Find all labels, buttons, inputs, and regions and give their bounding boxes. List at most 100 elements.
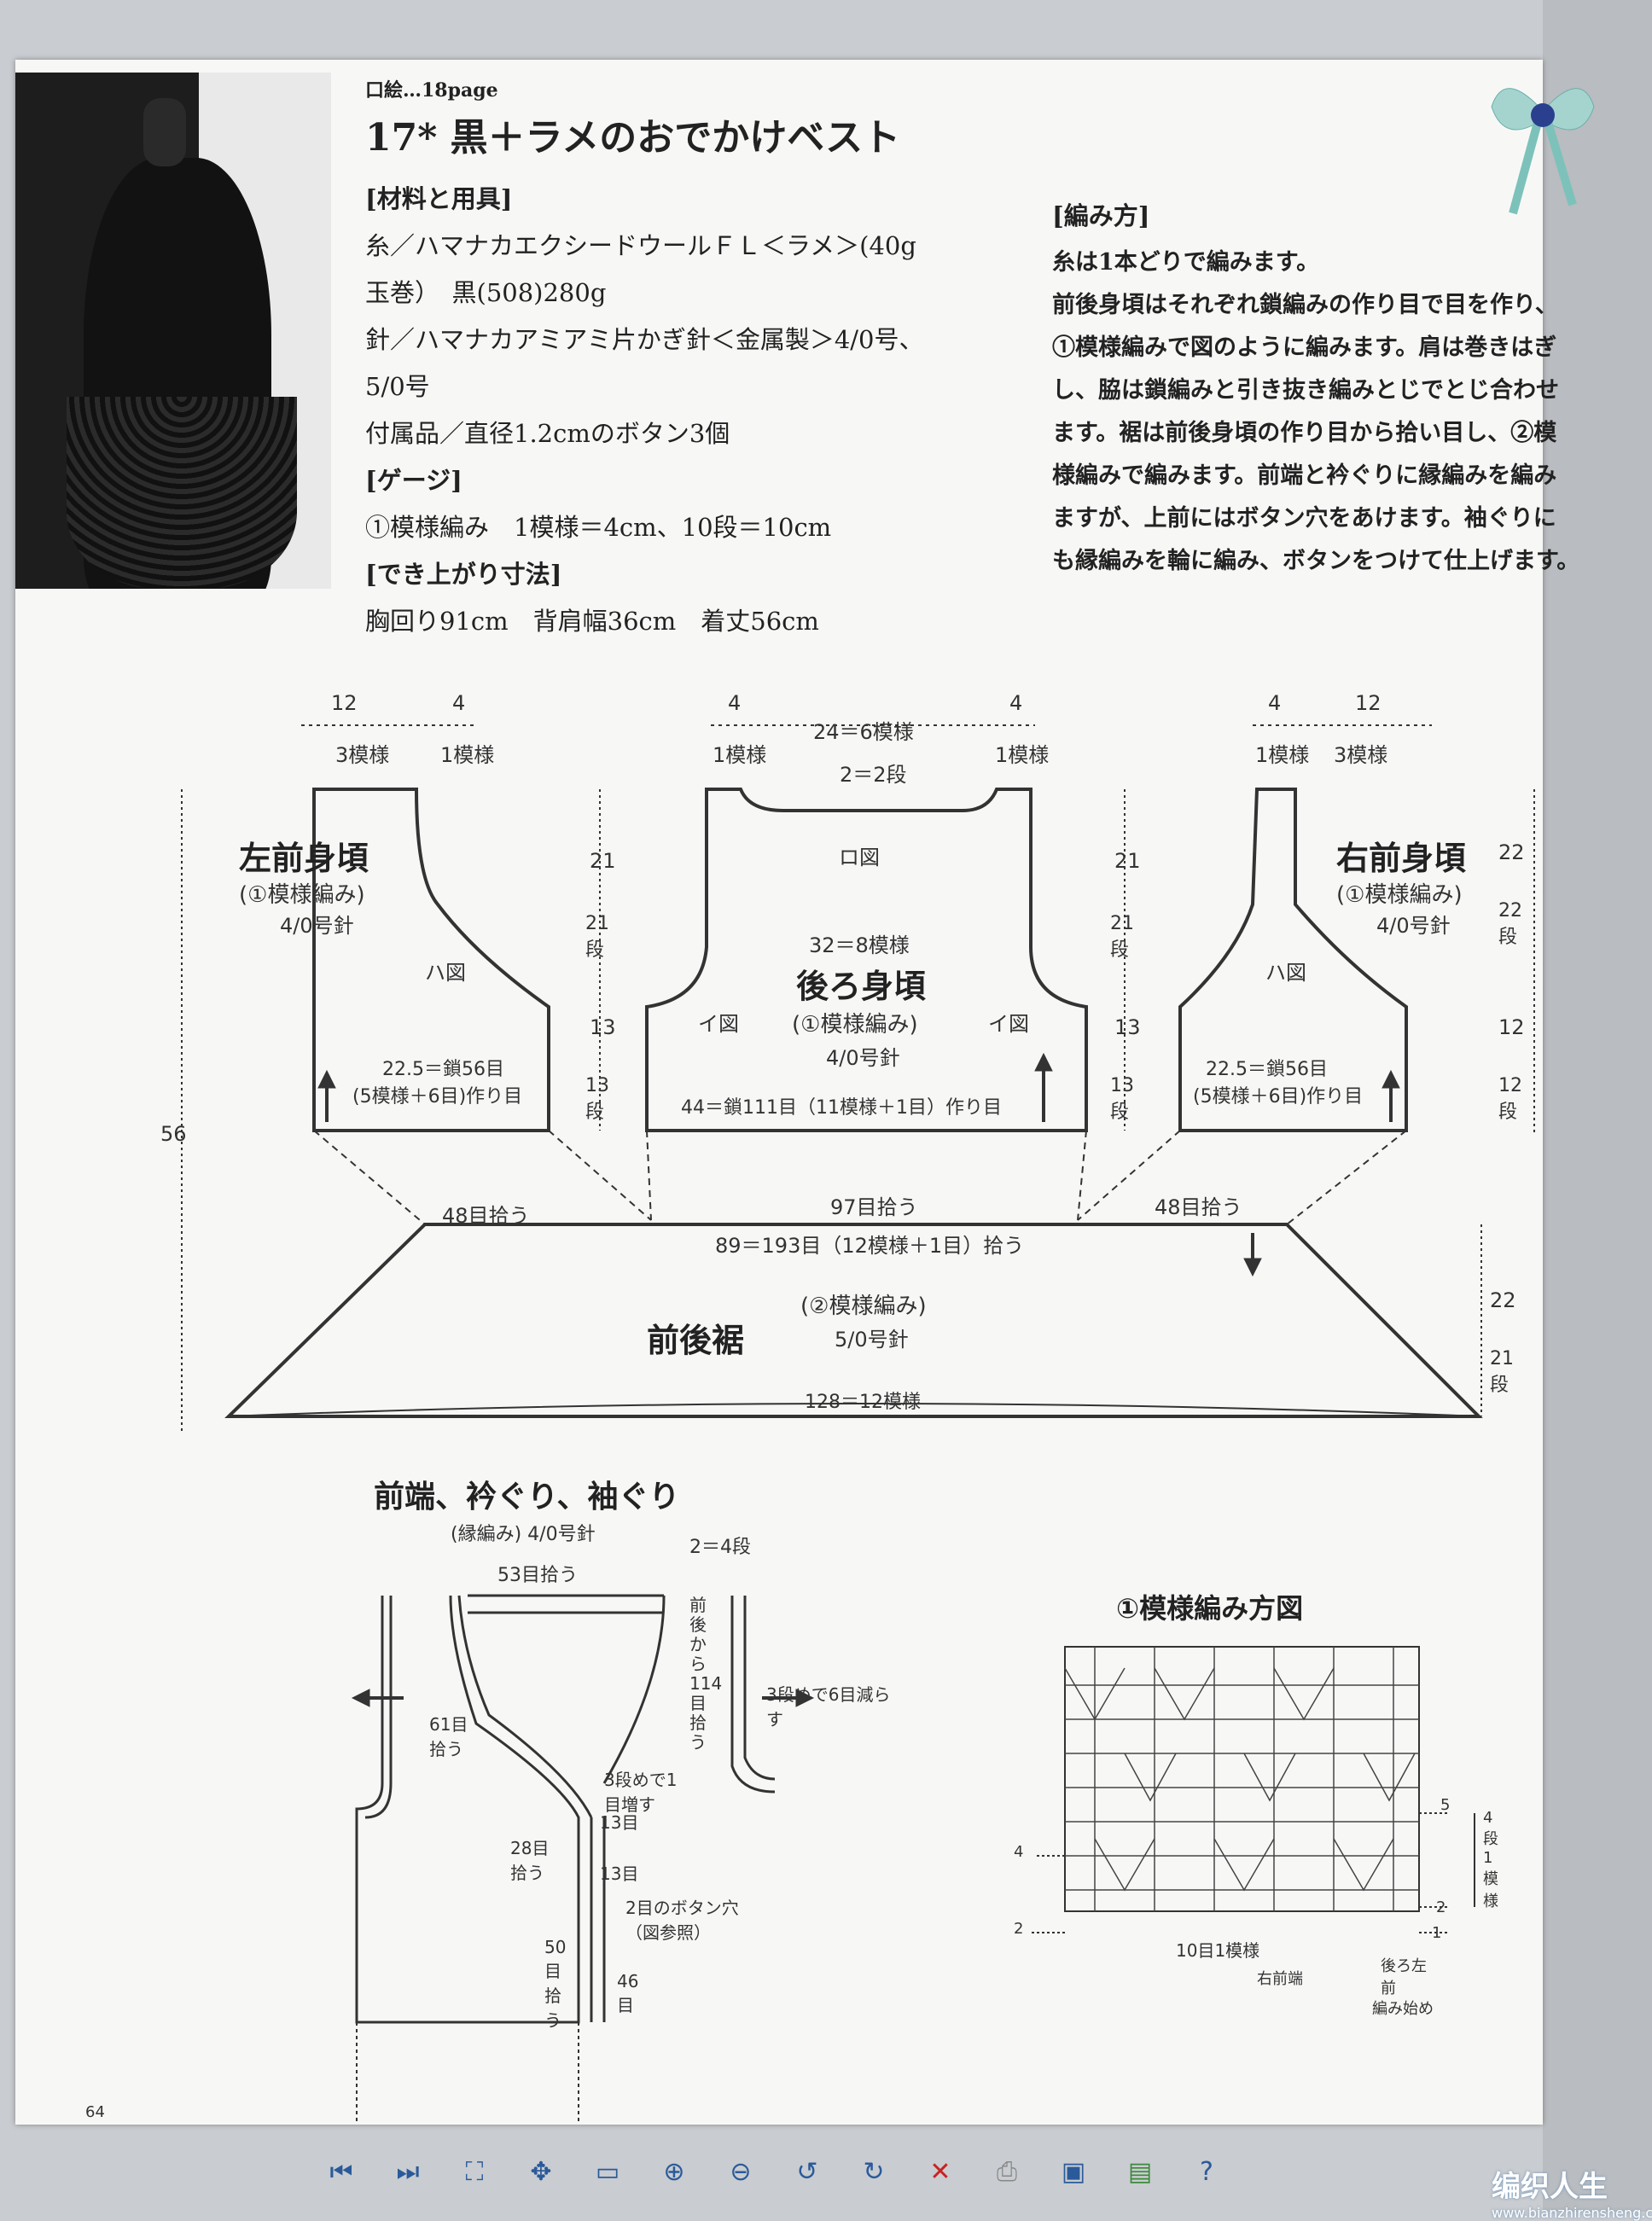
- zoom-in-icon: ⊕: [663, 2156, 685, 2187]
- watermark-url: www.bianzhirensheng.com: [1492, 2205, 1652, 2221]
- fit-page-button[interactable]: ⛶: [457, 2154, 492, 2189]
- back-title: 後ろ身頃: [796, 968, 927, 1005]
- chart-start: 編み始め: [1372, 2000, 1434, 2018]
- materials-line: 5/0号: [365, 372, 430, 401]
- first-page-button[interactable]: ⏮: [324, 2154, 358, 2189]
- method-line: 糸は1本どりで編みます。: [1052, 249, 1320, 276]
- edging-arm-dec: 3段めで6目減らす: [766, 1684, 891, 1730]
- size-heading: [でき上がり寸法]: [365, 560, 562, 589]
- save-button[interactable]: ▣: [1056, 2154, 1091, 2189]
- materials-line: 針／ハマナカアミアミ片かぎ針＜金属製＞4/0号、: [365, 325, 924, 354]
- help-button[interactable]: ?: [1190, 2154, 1224, 2189]
- edging-pick-28: 28目拾う: [510, 1838, 550, 1883]
- gauge-text: ①模様編み 1模様＝4cm、10段＝10cm: [365, 513, 832, 542]
- zoom-out-button[interactable]: ⊖: [724, 2154, 758, 2189]
- height-lower: 13: [1114, 1015, 1141, 1039]
- help-icon: ?: [1200, 2156, 1213, 2187]
- height-upper: 21: [590, 849, 616, 873]
- viewer-toolbar: ⏮ ⏭ ⛶ ✥ ▭ ⊕ ⊖ ↺ ↻ ✕ ⎙ ▣ ▤ ?: [324, 2146, 1224, 2197]
- fit-page-icon: ⛶: [465, 2156, 484, 2187]
- monitor-icon: ▭: [595, 2156, 620, 2187]
- skirt-title: 前後裾: [647, 1322, 745, 1359]
- window-scrollbar-area: [1543, 0, 1652, 2212]
- left-front-pattern: (①模様編み): [239, 882, 365, 908]
- right-front-top-b: 12: [1355, 691, 1382, 715]
- rotate-left-icon: ↺: [796, 2156, 818, 2187]
- edging-button-hole: 2目のボタン穴（図参照）: [625, 1898, 739, 1943]
- chart-row-4: 4: [1014, 1843, 1024, 1861]
- materials-line: 付属品／直径1.2cmのボタン3個: [365, 419, 730, 448]
- left-front-cast2: (5模様＋6目)作り目: [352, 1086, 523, 1108]
- gauge-heading: [ゲージ]: [365, 466, 462, 495]
- print-icon: ⎙: [997, 2156, 1017, 2187]
- skirt-pick-left: 48目拾う: [442, 1204, 530, 1228]
- vest-photo: [15, 73, 331, 589]
- right-front-top-a2: 1模様: [1255, 743, 1310, 767]
- back-pattern: (①模様編み): [792, 1012, 918, 1038]
- delete-button[interactable]: ✕: [923, 2154, 957, 2189]
- materials-line: 糸／ハマナカエクシードウールＦＬ＜ラメ＞(40g: [365, 231, 916, 260]
- page-reference: 口絵…18page: [365, 79, 498, 102]
- back-cast: 44＝鎖111目（11模様＋1目）作り目: [681, 1097, 1002, 1119]
- right-front-cast: 22.5＝鎖56目: [1206, 1059, 1328, 1080]
- method-line: も縁編みを輪に編み、ボタンをつけて仕上げます。: [1052, 548, 1580, 574]
- back-top-width: 24＝6模様: [813, 720, 914, 744]
- back-fig-left: イ図: [698, 1012, 739, 1036]
- left-front-piece-outline: [312, 788, 550, 1132]
- edging-neck-pick: 53目拾う: [497, 1565, 578, 1586]
- materials-line: 玉巻） 黒(508)280g: [365, 278, 607, 307]
- right-front-title: 右前身頃: [1336, 840, 1467, 877]
- delete-icon: ✕: [929, 2156, 951, 2187]
- right-front-cast2: (5模様＋6目)作り目: [1193, 1086, 1364, 1108]
- image-button[interactable]: ▤: [1123, 2154, 1157, 2189]
- method-heading: [編み方]: [1052, 201, 1150, 230]
- print-button[interactable]: ⎙: [990, 2154, 1024, 2189]
- back-neck-depth: 2＝2段: [840, 763, 907, 787]
- back-top-side: 4: [728, 691, 742, 715]
- edging-rows: 2＝4段: [689, 1537, 751, 1558]
- edging-13-a: 13目: [600, 1812, 639, 1833]
- chart-title: ①模様編み方図: [1116, 1592, 1304, 1625]
- pattern-title: 17* 黒＋ラメのおでかけベスト: [365, 116, 901, 160]
- right-front-fig: ハ図: [1265, 961, 1306, 985]
- rotate-right-icon: ↻: [863, 2156, 885, 2187]
- chart-rows-per-repeat: 4段1模様: [1483, 1809, 1498, 1910]
- edging-front-pick: 前後から114目拾う: [689, 1595, 723, 1753]
- document-page: 口絵…18page 17* 黒＋ラメのおでかけベスト [材料と用具] 糸／ハマナ…: [15, 60, 1595, 2125]
- edging-increase: 3段めで1目増す: [604, 1770, 678, 1815]
- rotate-left-button[interactable]: ↺: [790, 2154, 824, 2189]
- edging-subtitle: (縁編み) 4/0号針: [451, 1524, 596, 1545]
- height-lower-rows: 13段: [1110, 1075, 1134, 1123]
- edging-pick-61: 61目拾う: [429, 1714, 468, 1759]
- back-fig-right: イ図: [988, 1012, 1029, 1036]
- method-line: ①模様編みで図のように編みます。肩は巻きはぎ: [1052, 334, 1557, 361]
- right-front-top-a: 4: [1268, 691, 1282, 715]
- chart-row-5: 5: [1440, 1796, 1451, 1814]
- watermark-text: 编织人生: [1492, 2170, 1608, 2204]
- height-right-upper: 22: [1498, 840, 1525, 864]
- height-total: 56: [160, 1122, 187, 1146]
- edging-46: 46目: [617, 1971, 639, 2015]
- zoom-out-icon: ⊖: [730, 2156, 752, 2187]
- rotate-right-button[interactable]: ↻: [857, 2154, 891, 2189]
- height-skirt: 22: [1490, 1288, 1516, 1312]
- left-front-top-b2: 1模様: [440, 743, 495, 767]
- left-front-fig: ハ図: [425, 961, 466, 985]
- height-skirt-rows: 21段: [1490, 1348, 1514, 1396]
- chart-stitches-per-repeat: 10目1模様: [1176, 1940, 1260, 1961]
- bow-decoration: [1491, 88, 1595, 215]
- last-page-button[interactable]: ⏭: [391, 2154, 425, 2189]
- edging-13-b: 13目: [600, 1863, 639, 1884]
- right-front-needle: 4/0号針: [1376, 914, 1451, 938]
- right-front-top-b2: 3模様: [1334, 743, 1388, 767]
- move-button[interactable]: ✥: [524, 2154, 558, 2189]
- slideshow-button[interactable]: ▭: [590, 2154, 625, 2189]
- left-front-cast: 22.5＝鎖56目: [382, 1059, 504, 1080]
- schematic-diagram: [181, 724, 1535, 2125]
- skirt-needle: 5/0号針: [835, 1328, 909, 1352]
- left-front-top-b: 4: [452, 691, 466, 715]
- zoom-in-button[interactable]: ⊕: [657, 2154, 691, 2189]
- left-front-needle: 4/0号針: [280, 914, 354, 938]
- left-front-top-a2: 3模様: [335, 743, 390, 767]
- method-line: 様編みで編みます。前端と衿ぐりに縁編みを編み: [1052, 462, 1557, 489]
